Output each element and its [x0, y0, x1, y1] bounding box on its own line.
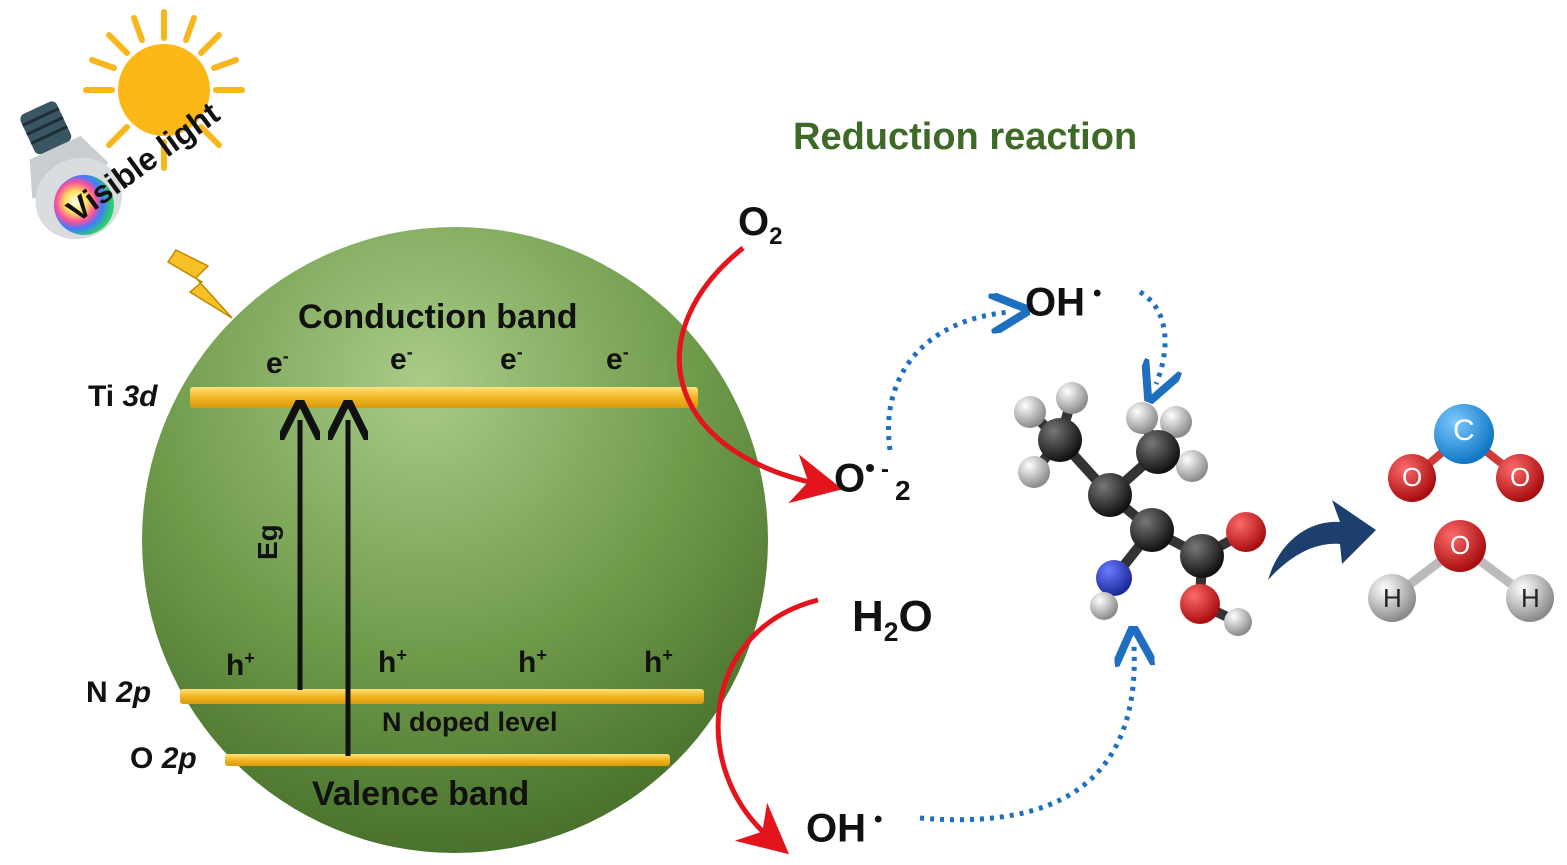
n-orbital: 2p — [116, 676, 152, 709]
electron-label: e- — [606, 342, 629, 376]
water-oxidation-arrow — [715, 597, 819, 855]
water-hydrogen-left-label: H — [1383, 583, 1402, 613]
hole-label: h+ — [644, 645, 673, 679]
conduction-band-label: Conduction band — [298, 298, 578, 336]
o-element: O — [130, 742, 154, 775]
ti-3d-level-label: Ti 3d — [88, 380, 157, 414]
n-doped-level-label: N doped level — [382, 707, 558, 737]
co2-molecule-icon — [1388, 404, 1544, 502]
electron-label: e- — [390, 342, 413, 376]
electron-label: e- — [266, 346, 289, 380]
electron-label: e- — [500, 342, 523, 376]
degradation-arrow — [1268, 500, 1376, 580]
lightning-icon — [166, 249, 233, 319]
hole-label: h+ — [518, 645, 547, 679]
ti-orbital: 3d — [122, 380, 158, 413]
superoxide-to-oh-arrow — [886, 312, 1011, 451]
o-2p-level-label: O 2p — [130, 742, 197, 776]
conduction-band-line — [190, 387, 698, 408]
co2-oxygen-right-label: O — [1510, 462, 1531, 492]
water-oxygen-atom-label: O — [1450, 530, 1471, 560]
valence-band-label: Valence band — [312, 775, 530, 813]
bottom-oh-to-molecule-arrow — [919, 646, 1134, 823]
water-hydrogen-right-label: H — [1521, 583, 1540, 613]
oxygen-label: O2 — [738, 200, 783, 250]
diagram-title: Reduction reaction — [793, 116, 1138, 158]
n-2p-level-line — [180, 689, 704, 704]
hydroxyl-radical-bottom-label: OH• — [806, 806, 883, 851]
o2-reduction-arrow — [677, 246, 843, 504]
o-orbital: 2p — [161, 742, 197, 775]
hole-label: h+ — [378, 645, 407, 679]
ti-element: Ti — [88, 380, 115, 413]
hydroxyl-radical-top-label: OH• — [1025, 280, 1102, 325]
hole-label: h+ — [226, 648, 255, 682]
superoxide-label: O•-2 — [834, 452, 911, 507]
co2-oxygen-left-label: O — [1402, 462, 1423, 492]
band-gap-label: Eg — [252, 524, 283, 560]
n-2p-level-label: N 2p — [86, 676, 151, 710]
pollutant-molecule-icon — [1014, 382, 1266, 636]
sun-icon — [83, 9, 245, 171]
oh-to-molecule-arrow — [1138, 289, 1165, 384]
valence-band-line — [225, 754, 670, 766]
water-molecule-icon — [1368, 520, 1554, 622]
water-label: H2O — [852, 592, 933, 647]
led-bulb-icon — [20, 101, 123, 240]
co2-carbon-label: C — [1453, 414, 1475, 447]
n-element: N — [86, 676, 108, 709]
